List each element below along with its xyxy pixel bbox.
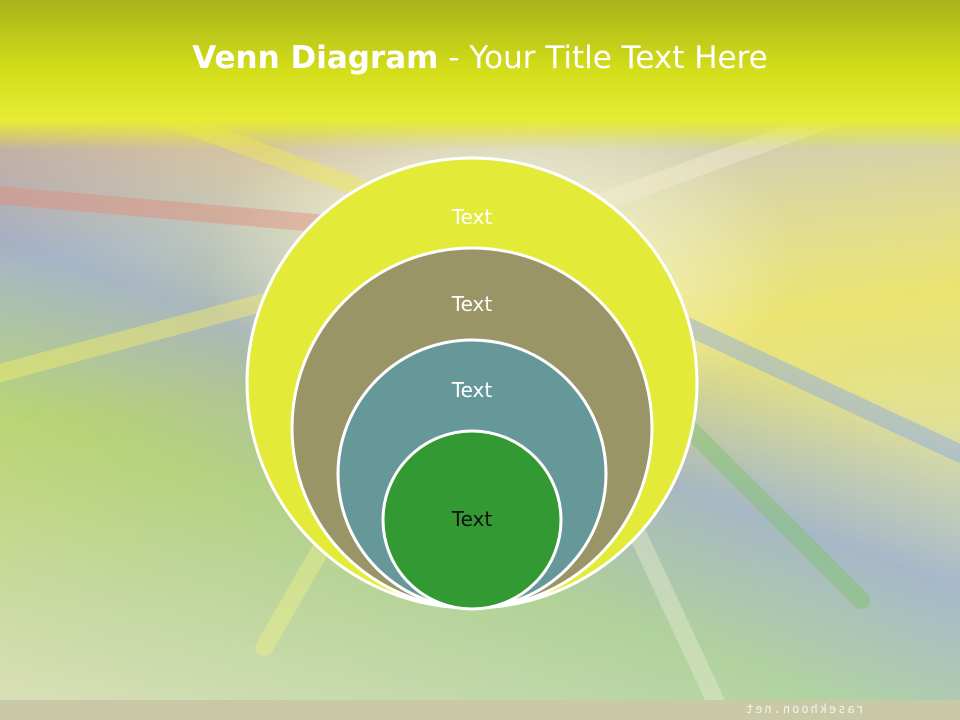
circle-4-shape[interactable]	[381, 429, 563, 611]
slide-title: Venn Diagram - Your Title Text Here	[0, 40, 960, 76]
title-bold: Venn Diagram	[192, 40, 439, 76]
watermark-text: rasekhoon.net	[744, 702, 864, 716]
circle-4[interactable]: Text	[381, 429, 563, 611]
circle-2-label: Text	[451, 292, 493, 316]
title-rest: - Your Title Text Here	[438, 40, 768, 76]
circle-3-label: Text	[451, 378, 493, 402]
footer-band	[0, 700, 960, 720]
circle-4-label: Text	[451, 507, 493, 531]
header-band	[0, 0, 960, 150]
circle-1-label: Text	[451, 205, 493, 229]
